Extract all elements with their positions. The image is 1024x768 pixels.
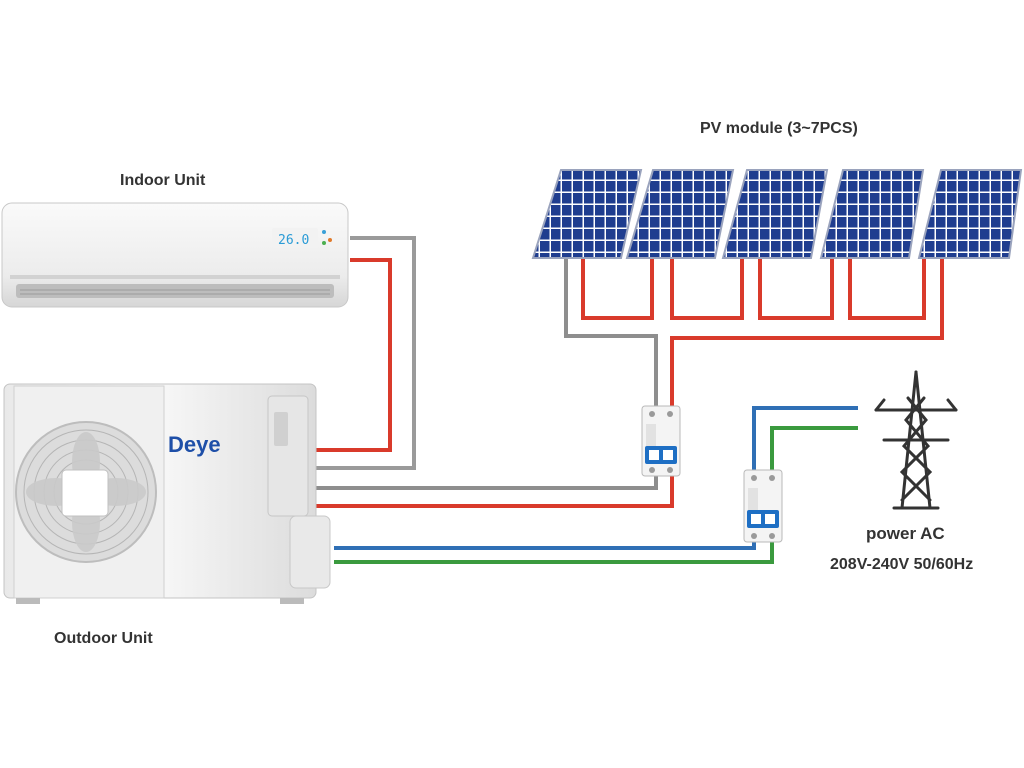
pv-module-label: PV module (3~7PCS)	[700, 120, 858, 137]
indoor-unit-label: Indoor Unit	[120, 172, 206, 189]
wire-pv-link-4	[848, 258, 926, 320]
solar-panel-icon	[819, 169, 925, 259]
wires	[312, 236, 944, 564]
wire-outdoor-grey	[312, 474, 658, 490]
wire-pv-link-2	[670, 258, 744, 320]
ac-breaker-icon	[743, 469, 783, 543]
brand-logo: Deye	[168, 432, 221, 457]
wire-pv-grey-main	[564, 258, 658, 408]
power-ac-label: power AC	[866, 524, 945, 543]
pv-array	[531, 169, 1023, 259]
voltage-label: 208V-240V 50/60Hz	[830, 556, 974, 573]
wire-pv-red-main	[670, 258, 944, 408]
wire-pv-link-1	[581, 258, 654, 320]
pv-breaker-icon	[641, 405, 681, 477]
indoor-unit-icon: 26.0	[1, 202, 349, 308]
solar-panel-icon	[721, 169, 829, 259]
outdoor-unit-label: Outdoor Unit	[54, 630, 153, 647]
indoor-display-readout: 26.0	[278, 233, 309, 248]
solar-panel-icon	[625, 169, 735, 259]
solar-panel-icon	[917, 169, 1023, 259]
transmission-tower-icon	[874, 370, 958, 510]
wire-pv-link-3	[758, 258, 834, 320]
wire-indoor-red	[312, 258, 392, 452]
outdoor-unit-icon: Deye	[3, 383, 331, 604]
wire-outdoor-red	[312, 474, 674, 508]
solar-panel-icon	[531, 169, 643, 259]
wire-indoor-grey	[312, 236, 416, 470]
